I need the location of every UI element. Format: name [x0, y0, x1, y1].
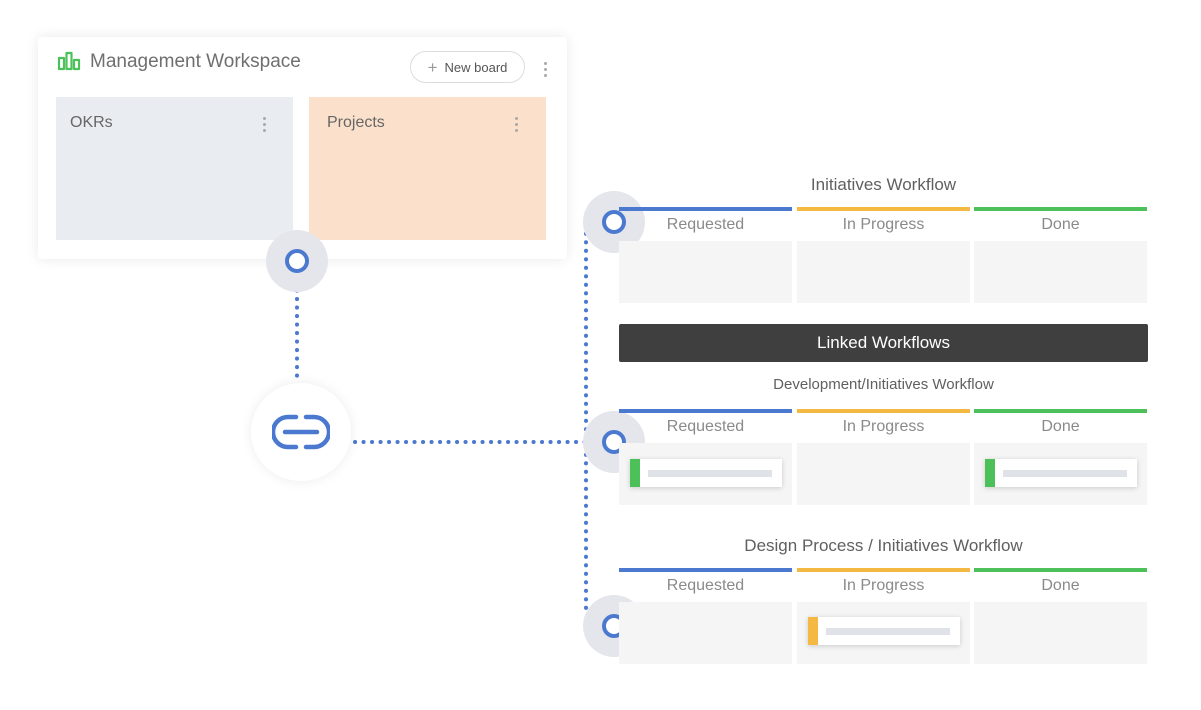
- development-done-cell[interactable]: [974, 443, 1147, 505]
- initiatives-requested-label: Requested: [666, 216, 745, 233]
- initiatives-in-progress-cell[interactable]: [797, 241, 970, 303]
- board-projects-more-icon[interactable]: [515, 117, 519, 132]
- development-requested-label: Requested: [666, 418, 745, 435]
- link-icon: [272, 414, 330, 450]
- task-card[interactable]: [630, 459, 782, 487]
- workspace-connector-node: [266, 230, 328, 292]
- workspace-more-icon[interactable]: [544, 62, 548, 77]
- link-button[interactable]: [251, 383, 351, 481]
- initiatives-done-cell[interactable]: [974, 241, 1147, 303]
- new-board-label: New board: [444, 59, 508, 75]
- development-in-progress-cell[interactable]: [797, 443, 970, 505]
- development-done-label: Done: [1041, 418, 1080, 435]
- task-status-tag: [808, 617, 818, 645]
- initiatives-in-progress-bar: [797, 207, 970, 211]
- initiatives-done-label: Done: [1041, 216, 1080, 233]
- design-workflow-title: Design Process / Initiatives Workflow: [744, 536, 1023, 555]
- initiatives-requested-cell[interactable]: [619, 241, 792, 303]
- development-in-progress-label: In Progress: [842, 418, 925, 435]
- design-requested-cell[interactable]: [619, 602, 792, 664]
- board-projects-label: Projects: [327, 114, 385, 131]
- plus-icon: +: [427, 57, 438, 77]
- design-in-progress-bar: [797, 568, 970, 572]
- task-status-tag: [630, 459, 640, 487]
- new-board-button[interactable]: + New board: [410, 51, 525, 83]
- task-card[interactable]: [808, 617, 960, 645]
- initiatives-in-progress-label: In Progress: [842, 216, 925, 233]
- development-in-progress-bar: [797, 409, 970, 413]
- board-okrs-more-icon[interactable]: [263, 117, 267, 132]
- initiatives-requested-bar: [619, 207, 792, 211]
- design-done-cell[interactable]: [974, 602, 1147, 664]
- development-done-bar: [974, 409, 1147, 413]
- initiatives-done-bar: [974, 207, 1147, 211]
- bar-chart-icon: [57, 51, 81, 71]
- linked-workflows-banner: Linked Workflows: [619, 324, 1148, 362]
- design-done-bar: [974, 568, 1147, 572]
- task-status-tag: [985, 459, 995, 487]
- board-okrs-label: OKRs: [70, 114, 113, 131]
- design-in-progress-label: In Progress: [842, 577, 925, 594]
- workspace-title: Management Workspace: [90, 51, 301, 72]
- board-projects[interactable]: Projects: [309, 97, 546, 240]
- development-requested-cell[interactable]: [619, 443, 792, 505]
- development-requested-bar: [619, 409, 792, 413]
- task-card[interactable]: [985, 459, 1137, 487]
- design-requested-bar: [619, 568, 792, 572]
- initiatives-workflow-title: Initiatives Workflow: [810, 175, 957, 194]
- workspace-card: Management Workspace + New board OKRs Pr…: [38, 37, 567, 259]
- design-done-label: Done: [1041, 577, 1080, 594]
- design-in-progress-cell[interactable]: [797, 602, 970, 664]
- board-okrs[interactable]: OKRs: [56, 97, 293, 240]
- design-requested-label: Requested: [666, 577, 745, 594]
- development-workflow-title: Development/Initiatives Workflow: [773, 376, 994, 393]
